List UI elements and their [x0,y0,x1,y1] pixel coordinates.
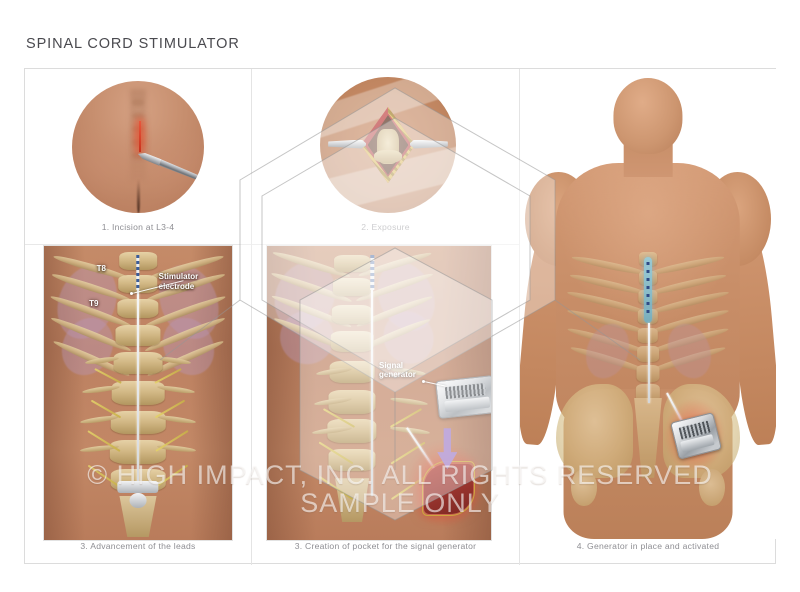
flank-shadow-left [44,246,86,540]
label-t8: T8 [96,263,106,273]
stimulator-electrode-tip [136,254,140,291]
vertebra-bump [132,99,144,107]
panel-caption-activated: 4. Generator in place and activated [576,541,720,551]
vertebra [330,331,374,352]
exposure-artwork [252,69,519,219]
advancement-artwork: T8 T9 Stimulator electrode [43,245,233,541]
male-figure-posterior [520,69,776,539]
vertebra [636,365,660,382]
femoral-head-left [571,468,597,507]
panel-caption-exposure: 2. Exposure [361,222,410,232]
vertebra [331,304,373,324]
sacrum [634,398,662,478]
incision-artwork [25,69,251,219]
generator-housing [444,397,491,413]
insertion-needle-body [129,492,147,508]
stimulator-lead-wire [371,290,374,496]
leader-dot-signal-generator [421,379,425,383]
panel-caption-pocket: 3. Creation of pocket for the signal gen… [294,541,477,551]
stimulator-lead-wire [648,322,651,403]
rib [571,253,648,277]
incision-circular-inset [72,81,204,213]
panel-incision[interactable]: 1. Incision at L3-4 [25,69,251,244]
label-stimulator-electrode: Stimulator electrode [158,272,199,292]
insertion-needle-hub [117,481,159,493]
signal-generator-device [435,375,491,420]
label-signal-generator: Signal generator [379,360,416,380]
vertebra [333,278,372,296]
incision-line [138,120,141,153]
head [613,78,683,154]
panel-caption-advancement: 3. Advancement of the leads [80,541,196,551]
pocket-artwork: Signal generator [266,245,492,541]
panel-advancement[interactable]: T8 T9 Stimulator electrode 3. Advancemen… [25,245,251,565]
electrode-contacts [646,261,650,319]
activated-artwork [520,69,776,539]
panel-pocket[interactable]: Signal generator 3. Creation of pocket f… [252,245,519,565]
panel-activated[interactable]: 4. Generator in place and activated [520,69,776,565]
vertebra [637,346,659,363]
vertebra [637,327,659,343]
pocket-incision-edge [421,460,476,517]
page-title: SPINAL CORD STIMULATOR [26,36,240,52]
exposure-circular-inset [320,77,456,213]
stimulator-lead-wire [137,290,139,502]
panel-divider-bottom [251,244,252,565]
vertebra [334,254,371,273]
flank-shadow-right [190,246,232,540]
leader-dot-stimulator-electrode [130,291,134,295]
vertebra [635,383,661,402]
ilium-left [555,383,633,478]
gluteal-cleft [136,178,140,213]
illustration-plate: 1. Incision at L3-4 2. Exposure [24,68,776,565]
stimulator-electrode-tip [370,254,374,291]
femoral-head-right [699,468,725,507]
exposed-lamina [374,150,402,163]
rib [648,253,725,277]
panel-exposure[interactable]: 2. Exposure [252,69,519,244]
panel-caption-incision: 1. Incision at L3-4 [101,222,175,232]
label-t9: T9 [89,298,99,308]
